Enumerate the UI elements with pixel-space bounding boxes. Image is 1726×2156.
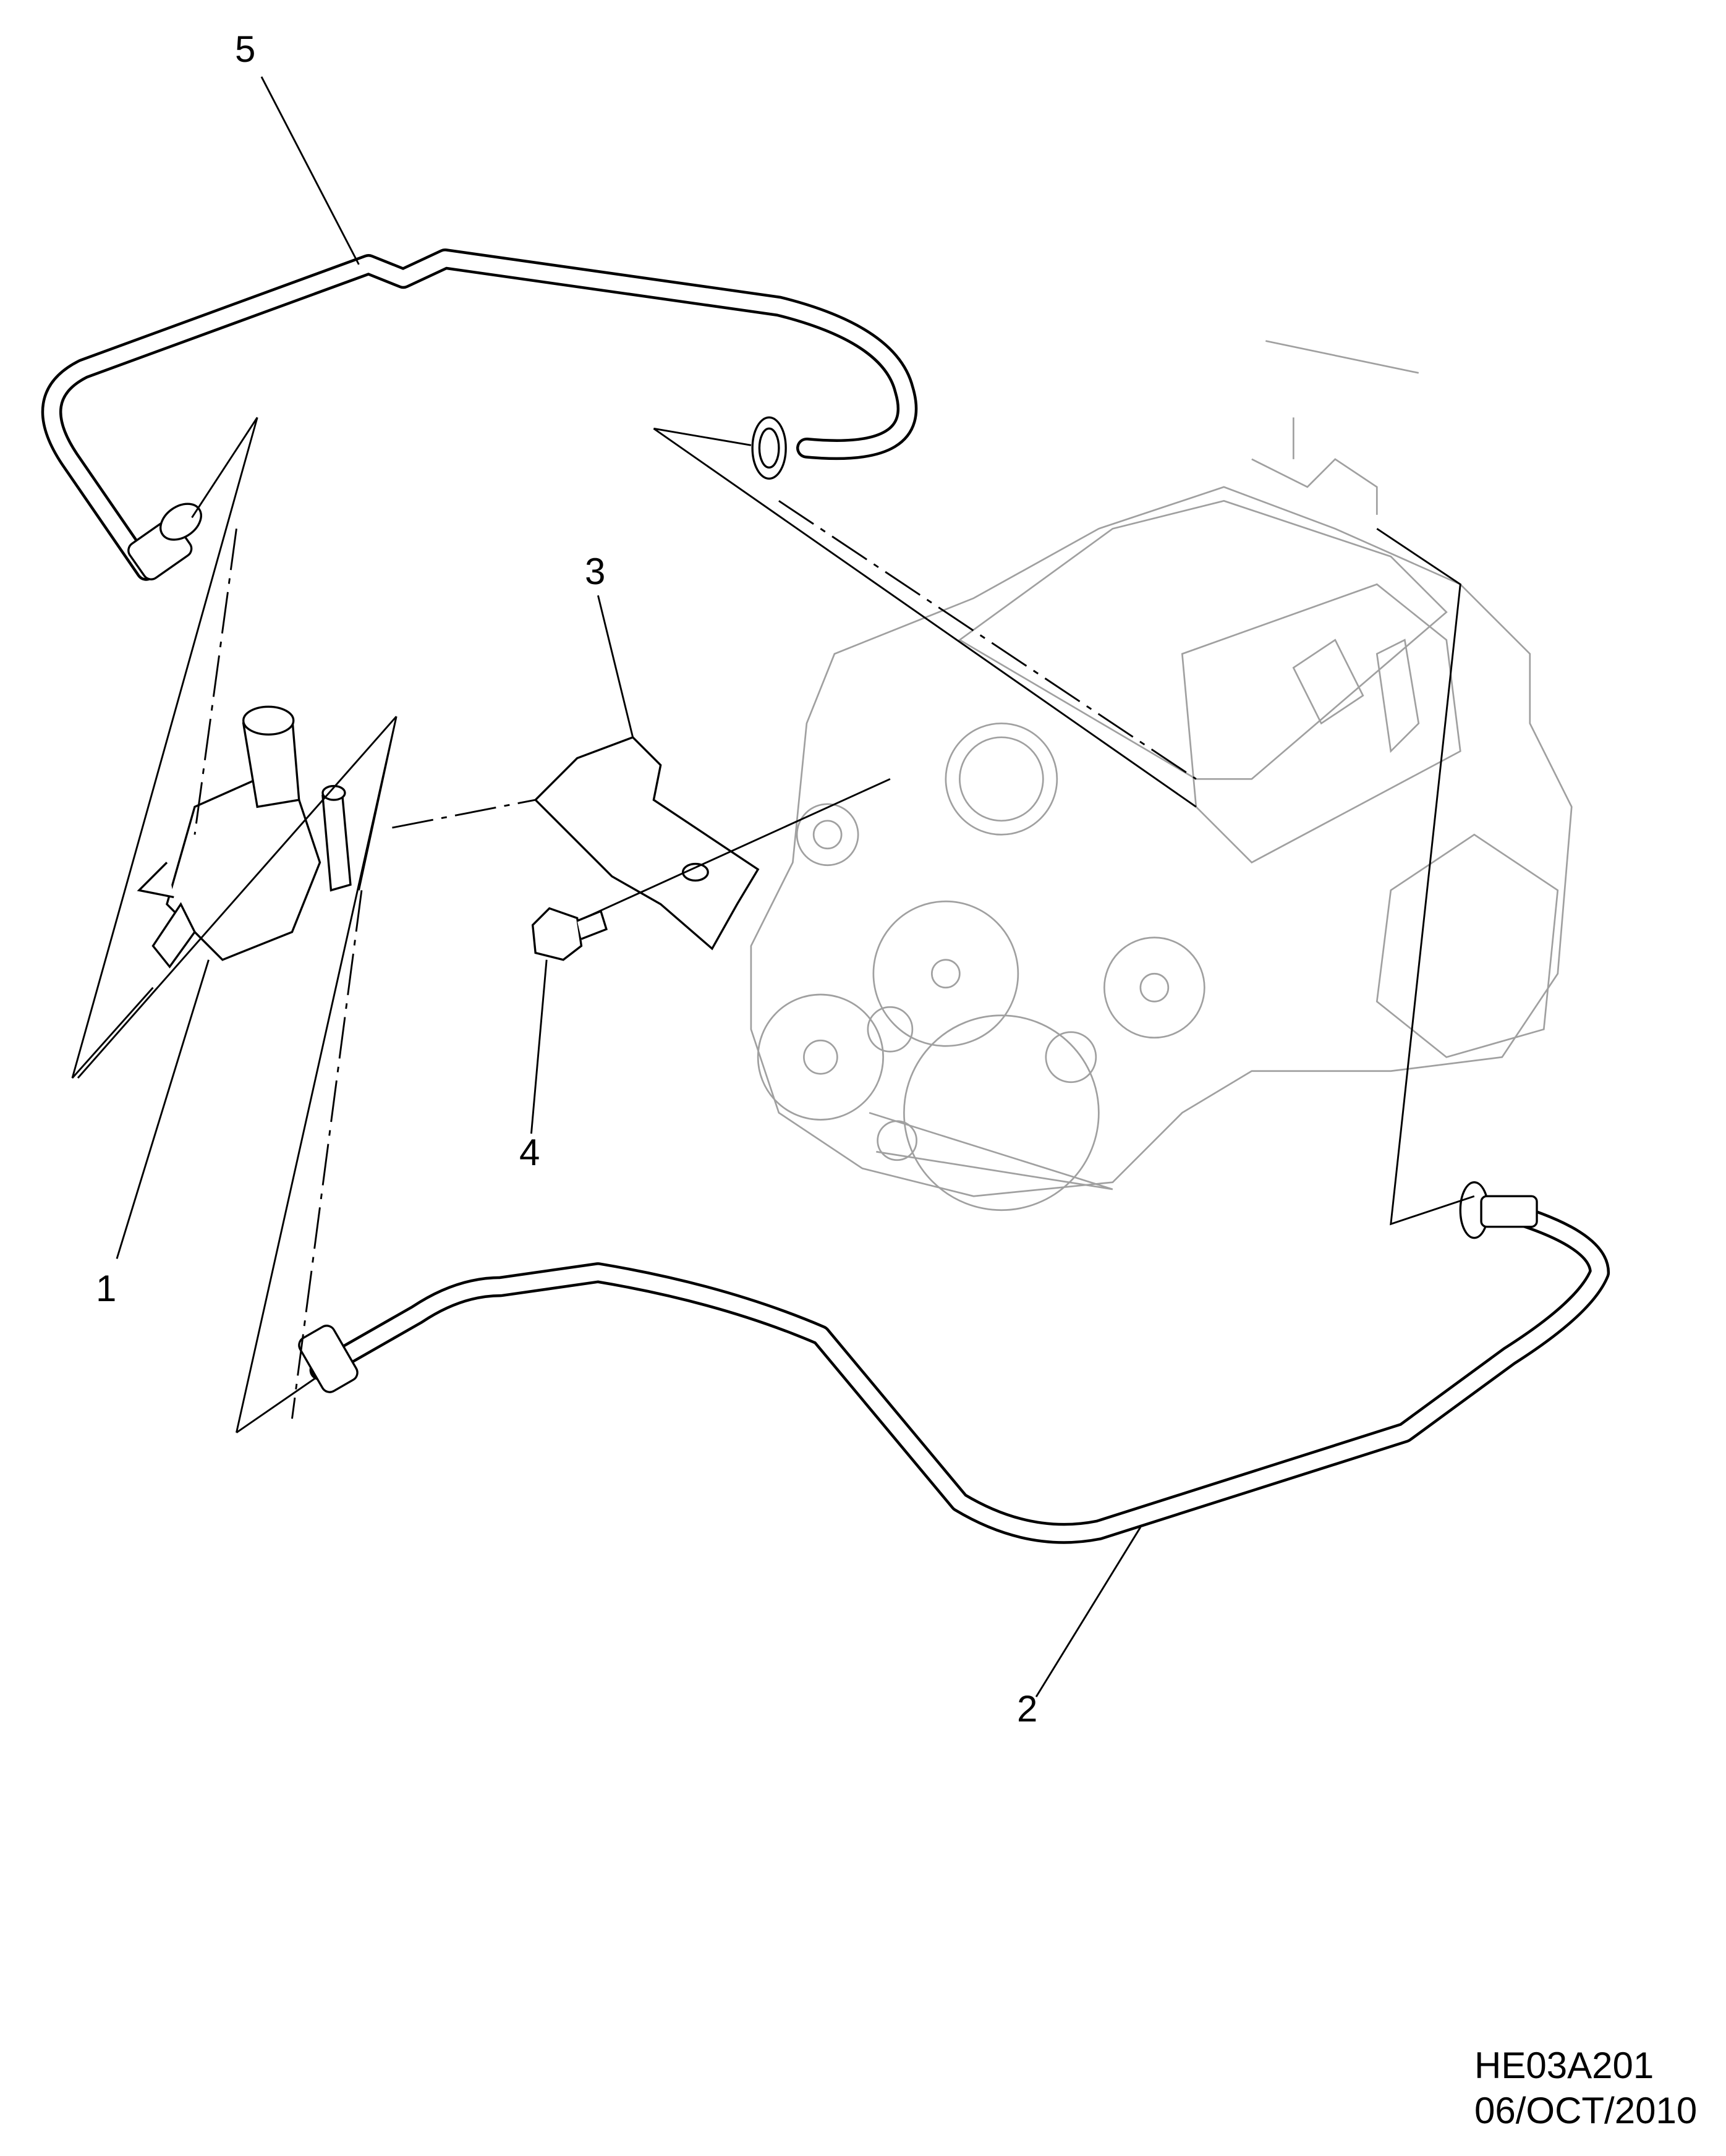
hoses [41, 248, 1610, 1544]
purge-valve-drawing [137, 705, 352, 969]
leader-lines [71, 76, 1475, 1697]
illustration-date: 06/OCT/2010 [1474, 2090, 1698, 2131]
connectors [127, 416, 1538, 1393]
illustration-code: HE03A201 [1474, 2045, 1654, 2086]
callout-2: 2 [1017, 1688, 1038, 1729]
callout-1: 1 [96, 1268, 117, 1309]
callout-3: 3 [585, 551, 606, 592]
callout-5: 5 [235, 28, 256, 70]
callout-4: 4 [519, 1132, 540, 1173]
engine-illustration [750, 340, 1573, 1212]
bracket-drawing [534, 736, 760, 951]
bolt-drawing [531, 907, 608, 961]
